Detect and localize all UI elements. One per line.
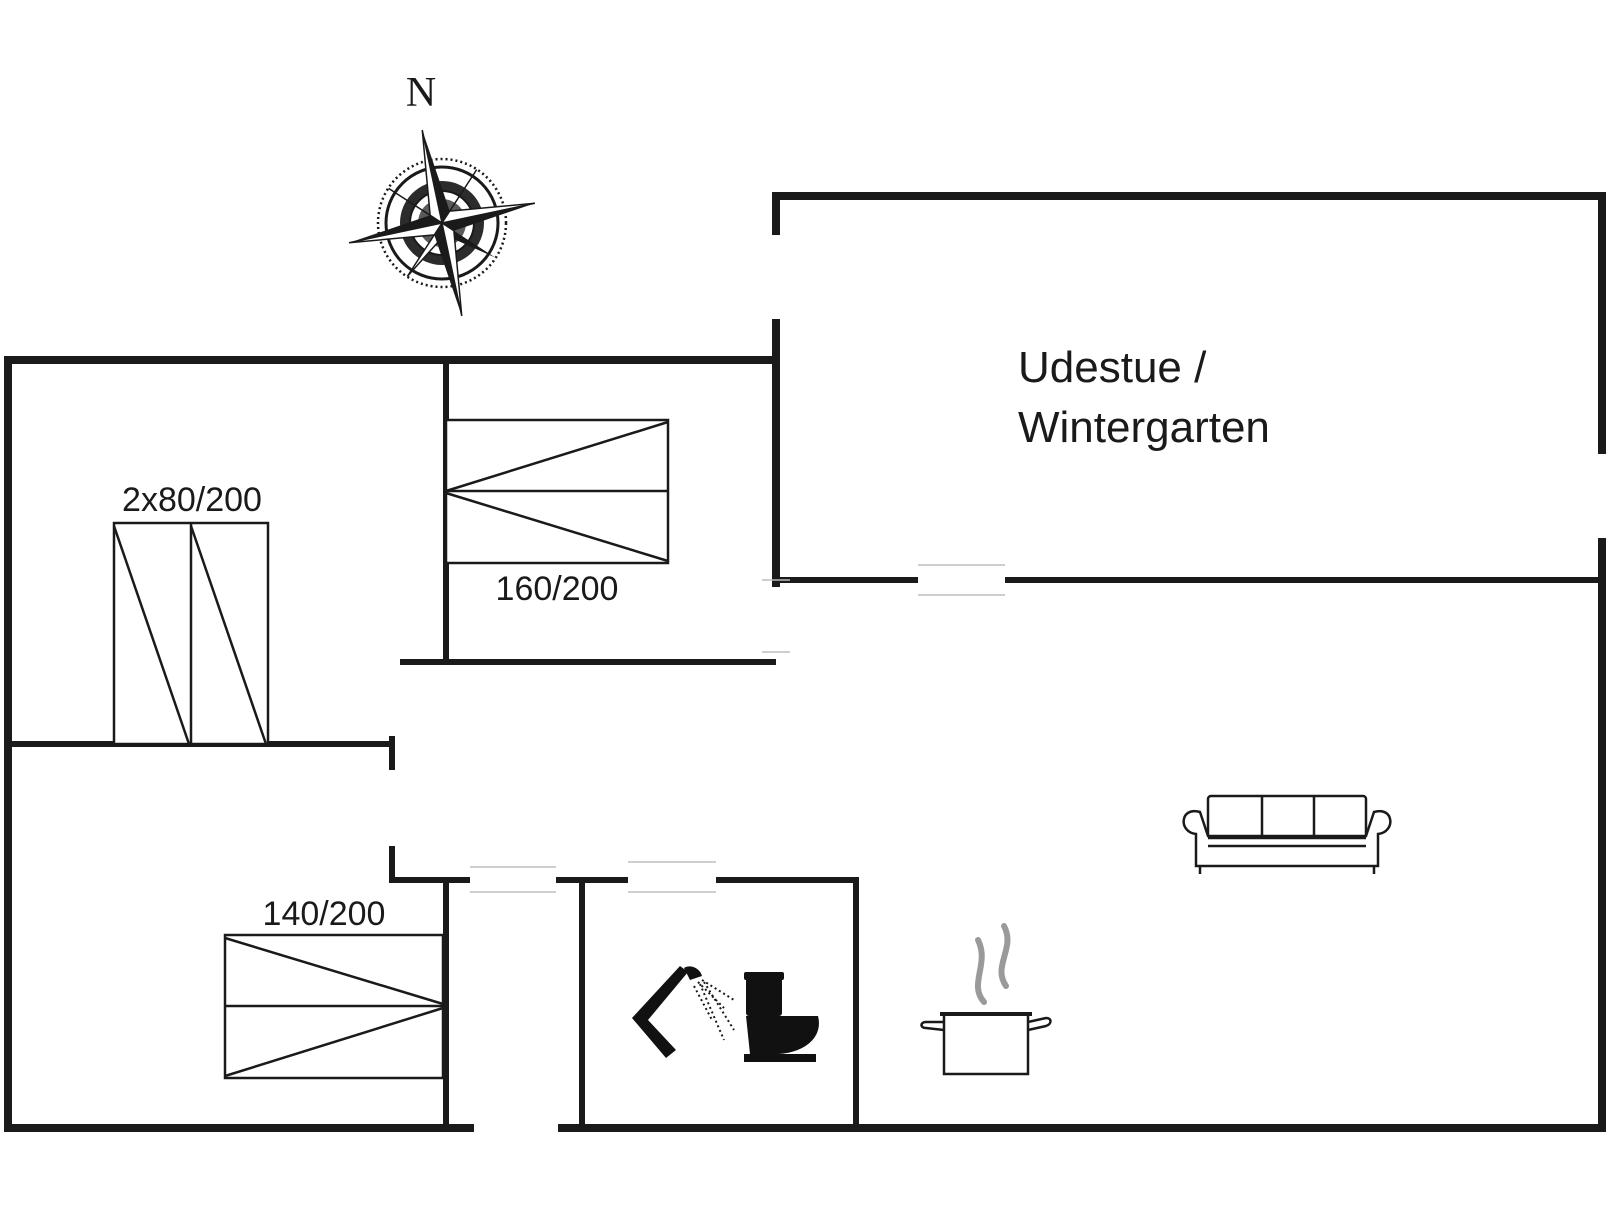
bed-label-lower: 140/200 [263,895,386,933]
double-bed-lower: 140/200 [223,895,445,1080]
shower-icon [632,966,735,1058]
door-openings [470,564,1005,893]
north-label: N [406,70,436,116]
room-label-sunroom-line1: Udestue / [1018,343,1207,392]
bed-label-upper: 160/200 [496,570,619,608]
bed-label-twin: 2x80/200 [122,481,262,519]
double-bed-upper: 160/200 [444,418,670,608]
sofa-icon [1182,794,1392,874]
cooking-pot-icon [920,923,1052,1076]
compass-rose-icon: N [348,70,536,317]
room-label-sunroom-line2: Wintergarten [1018,403,1270,452]
toilet-icon [744,972,819,1062]
twin-beds: 2x80/200 [112,481,270,746]
walls [4,192,1606,1132]
